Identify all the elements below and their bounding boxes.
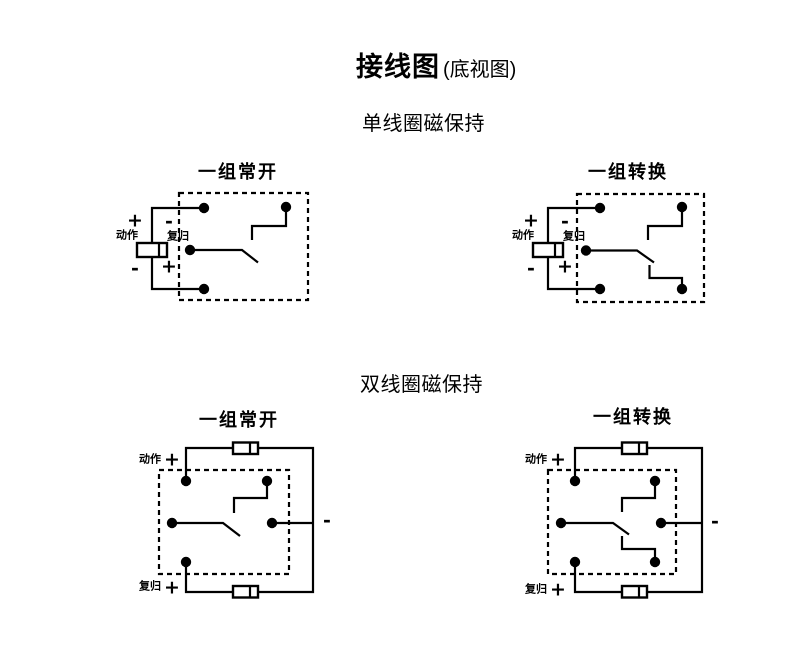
polarity-sign: - xyxy=(131,257,139,280)
double-coil-co-circuit xyxy=(546,441,704,599)
polarity-sign: - xyxy=(165,210,173,233)
fixed-contact-no xyxy=(620,481,657,512)
terminal-dot xyxy=(261,475,273,487)
switch-blade xyxy=(586,249,655,264)
terminal-dot xyxy=(180,475,192,487)
coil-symbol-reset xyxy=(231,584,260,599)
relay-dashed-outline xyxy=(546,468,678,576)
outer-loop-wire xyxy=(573,446,704,594)
polarity-sign: + xyxy=(127,209,143,232)
section-heading-single-coil: 单线圈磁保持 xyxy=(362,113,485,135)
relay-dashed-outline xyxy=(157,468,291,576)
polarity-sign: + xyxy=(164,448,180,471)
terminal-dot xyxy=(198,283,210,295)
polarity-sign: - xyxy=(711,510,719,533)
reset-label: 复归 xyxy=(563,230,585,243)
diagram-title-single-co: 一组转换 xyxy=(588,162,668,182)
terminal-dot xyxy=(655,517,667,529)
switch-blade xyxy=(172,521,241,537)
terminal-dot xyxy=(649,475,661,487)
fixed-contact-nc xyxy=(648,265,684,289)
diagram-title-double-no: 一组常开 xyxy=(199,410,279,430)
outer-loop-wire xyxy=(184,446,315,594)
fixed-contact xyxy=(250,207,288,240)
relay-dashed-outline xyxy=(575,192,706,304)
terminal-dot xyxy=(569,475,581,487)
section-heading-double-coil: 双线圈磁保持 xyxy=(360,374,483,396)
terminal-dot xyxy=(594,283,606,295)
coil-symbol-set xyxy=(620,441,649,456)
reset-label: 复归 xyxy=(525,583,547,596)
action-label: 动作 xyxy=(512,229,534,242)
fixed-contact-no xyxy=(646,207,684,240)
switch-blade xyxy=(190,248,259,264)
reset-label: 复归 xyxy=(139,580,161,593)
polarity-sign: + xyxy=(523,209,539,232)
terminal-dot xyxy=(555,517,567,529)
terminal-dot xyxy=(266,517,278,529)
polarity-sign: + xyxy=(550,578,566,601)
single-coil-no-circuit xyxy=(135,191,310,302)
reset-label: 复归 xyxy=(167,230,189,243)
polarity-sign: - xyxy=(527,257,535,280)
diagram-title-single-no: 一组常开 xyxy=(198,162,278,182)
page-title-suffix: (底视图) xyxy=(443,59,517,81)
polarity-sign: + xyxy=(161,255,177,278)
page-title-main: 接线图 xyxy=(356,52,440,82)
terminal-dot xyxy=(580,245,592,256)
terminal-dot xyxy=(676,283,688,295)
action-label: 动作 xyxy=(116,229,138,242)
coil-symbol-set xyxy=(231,441,260,456)
terminal-dot xyxy=(166,517,178,529)
double-coil-no-circuit xyxy=(157,441,315,599)
terminal-dot xyxy=(649,556,661,568)
single-coil-co-circuit xyxy=(531,192,706,304)
terminal-dot xyxy=(184,244,196,256)
terminal-dot xyxy=(180,556,192,568)
action-label: 动作 xyxy=(139,453,161,466)
diagram-title-double-co: 一组转换 xyxy=(593,407,673,427)
fixed-contact-nc xyxy=(620,536,657,562)
polarity-sign: - xyxy=(323,509,331,532)
terminal-dot xyxy=(594,202,606,214)
action-label: 动作 xyxy=(525,453,547,466)
page-title: 接线图 (底视图) xyxy=(356,45,516,84)
terminal-dot xyxy=(198,202,210,214)
polarity-sign: - xyxy=(561,210,569,233)
terminal-dot xyxy=(569,556,581,568)
terminal-dot xyxy=(676,201,688,213)
polarity-sign: + xyxy=(557,255,573,278)
coil-symbol-reset xyxy=(620,584,649,599)
switch-blade xyxy=(561,521,630,536)
relay-dashed-outline xyxy=(177,191,310,302)
terminal-dot xyxy=(280,201,292,213)
polarity-sign: + xyxy=(550,448,566,471)
polarity-sign: + xyxy=(164,576,180,599)
fixed-contact xyxy=(232,481,269,513)
